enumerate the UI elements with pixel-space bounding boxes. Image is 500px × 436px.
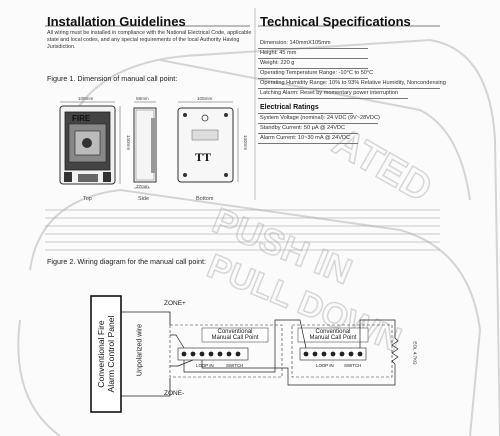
control-panel-label: Conventional Fire Alarm Control Panel bbox=[91, 298, 121, 410]
dim-small: 27mm bbox=[136, 184, 149, 189]
rating-alarm: Alarm Current: 10~30 mA @ 24VDC bbox=[260, 135, 351, 141]
wire-label: Unpolarized wire bbox=[133, 300, 147, 400]
module1-switch: SWITCH bbox=[226, 363, 244, 368]
dim-width-top: 105mm bbox=[78, 96, 94, 101]
spec-underline bbox=[258, 68, 368, 69]
back-view-drawing bbox=[177, 101, 239, 183]
view-bottom-label: Bottom bbox=[196, 196, 214, 202]
spec-underline bbox=[258, 88, 440, 89]
figure2-caption: Figure 2. Wiring diagram for the manual … bbox=[47, 257, 206, 266]
install-title: Installation Guidelines bbox=[47, 14, 186, 29]
install-text: All wiring must be installed in complian… bbox=[47, 30, 252, 50]
front-view-drawing bbox=[59, 101, 121, 185]
module2-switch: SWITCH bbox=[344, 363, 362, 368]
zone-minus-label: ZONE- bbox=[164, 390, 185, 397]
spec-underline bbox=[258, 48, 368, 49]
spec-dimension: Dimension: 140mmX105mm bbox=[260, 40, 331, 46]
module1-title-line1: Conventional bbox=[217, 329, 253, 335]
module1-loop-in: LOOP IN bbox=[196, 363, 214, 368]
spec-underline bbox=[258, 123, 378, 124]
view-side-label: Side bbox=[138, 196, 150, 202]
module2-title-line1: Conventional bbox=[315, 329, 351, 335]
side-view-drawing bbox=[133, 101, 157, 189]
device-fire-label: FIRE bbox=[72, 114, 91, 123]
zone-plus-label: ZONE+ bbox=[164, 300, 186, 307]
view-top-label: Top bbox=[83, 196, 92, 202]
spec-underline bbox=[258, 113, 353, 114]
spec-underline bbox=[258, 133, 358, 134]
module2-title-line2: Manual Call Point bbox=[309, 335, 357, 341]
rating-voltage: System Voltage (nominal): 24 VDC (9V~28V… bbox=[260, 115, 380, 121]
wire-label-text: Unpolarized wire bbox=[136, 323, 144, 377]
spec-underline bbox=[258, 98, 408, 99]
module2-loop-in: LOOP IN bbox=[316, 363, 334, 368]
module1-title: Conventional Manual Call Point bbox=[202, 329, 268, 341]
spec-underline bbox=[258, 58, 368, 59]
spec-humidity: Operating Humidity Range: 10% to 93% Rel… bbox=[260, 80, 446, 86]
spec-weight: Weight: 220 g bbox=[260, 60, 295, 66]
eol-label: EOL 4.7KΩ bbox=[410, 338, 420, 368]
spec-temperature: Operating Temperature Range: -10°C to 50… bbox=[260, 70, 374, 76]
spec-latching: Latching Alarm: Reset by momentary power… bbox=[260, 90, 399, 96]
spec-underline bbox=[258, 78, 368, 79]
ratings-title: Electrical Ratings bbox=[260, 104, 319, 111]
figure1-caption: Figure 1. Dimension of manual call point… bbox=[47, 74, 178, 83]
rating-standby: Standby Current: 50 μA @ 24VDC bbox=[260, 125, 346, 131]
dim-width-bottom: 105mm bbox=[197, 96, 213, 101]
module2-title: Conventional Manual Call Point bbox=[298, 329, 368, 341]
spec-underline bbox=[258, 143, 358, 144]
eol-text: EOL 4.7KΩ bbox=[412, 341, 418, 365]
spec-height: Height: 45 mm bbox=[260, 50, 297, 56]
panel-line2: Alarm Control Panel bbox=[106, 315, 116, 393]
panel-line1: Conventional Fire bbox=[96, 320, 106, 388]
module1-title-line2: Manual Call Point bbox=[211, 335, 259, 341]
tt-mark: TT bbox=[195, 150, 212, 164]
dim-width-side: 58mm bbox=[136, 96, 149, 101]
specs-title: Technical Specifications bbox=[260, 14, 411, 29]
